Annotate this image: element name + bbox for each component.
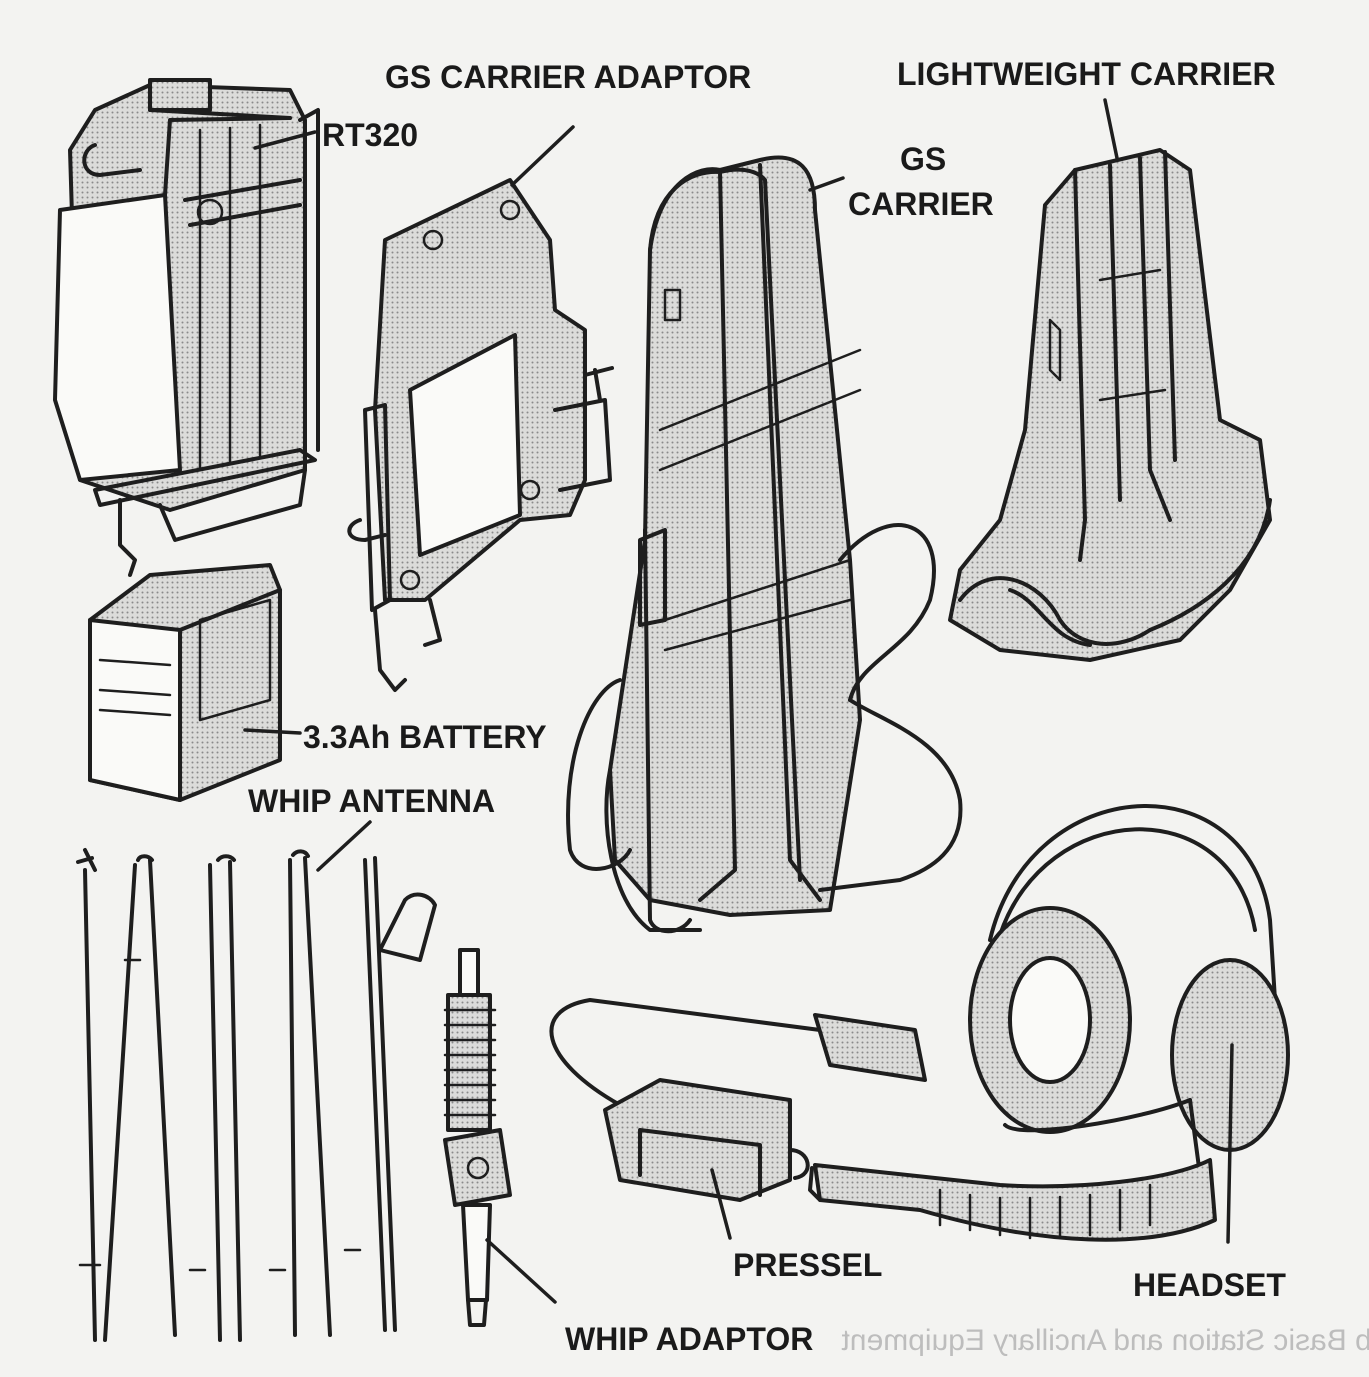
- gs-carrier-adaptor-leader: [510, 125, 575, 187]
- gs-carrier-leader: [808, 176, 845, 192]
- lightweight-carrier-leader: [1103, 98, 1119, 160]
- headset-label: HEADSET: [1133, 1267, 1286, 1303]
- battery-leader: [243, 728, 302, 735]
- whip-adaptor-label: WHIP ADAPTOR: [565, 1321, 813, 1357]
- battery-drawing: [88, 563, 282, 802]
- gs-carrier-label-line1: GS: [900, 141, 946, 177]
- whip-antenna-drawing: [76, 848, 437, 1342]
- rt320-drawing: [53, 78, 320, 577]
- whip-antenna-label: WHIP ANTENNA: [248, 783, 495, 819]
- pressel-label: PRESSEL: [733, 1247, 882, 1283]
- bleed-through-caption: Fig.2b Basic Station and Ancillary Equip…: [841, 1324, 1369, 1357]
- pressel-leader: [710, 1168, 732, 1240]
- headset-leader: [1226, 1043, 1234, 1244]
- whip-adaptor-leader: [485, 1238, 557, 1304]
- gs-carrier-adaptor-drawing: [347, 178, 614, 692]
- pressel-drawing: [549, 998, 927, 1202]
- battery-label: 3.3Ah BATTERY: [303, 719, 547, 755]
- rt320-leader: [253, 130, 317, 150]
- rt320-label: RT320: [322, 117, 418, 153]
- lightweight-carrier-label: LIGHTWEIGHT CARRIER: [897, 56, 1276, 92]
- gs-carrier-label-line2: CARRIER: [848, 186, 994, 222]
- gs-carrier-drawing: [566, 155, 963, 934]
- headset-drawing: [808, 804, 1290, 1242]
- whip-antenna-leader: [316, 820, 372, 872]
- gs-carrier-adaptor-label: GS CARRIER ADAPTOR: [385, 59, 751, 95]
- lightweight-carrier-drawing: [948, 148, 1272, 662]
- whip-adaptor-drawing: [443, 948, 512, 1327]
